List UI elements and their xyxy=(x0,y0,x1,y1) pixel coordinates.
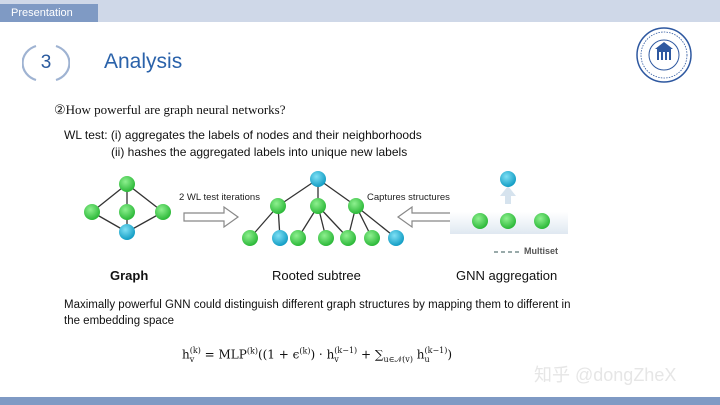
bottom-bar xyxy=(0,397,720,405)
formula-u-sub: u xyxy=(424,355,430,364)
formula-plus: + ∑ xyxy=(357,347,384,362)
gin-update-formula: h(k)v = MLP(k)((1 + ϵ(k)) · h(k−1)v + ∑u… xyxy=(182,346,452,365)
formula-k-sup: (k) xyxy=(189,346,201,355)
formula-open: ((1 + ϵ xyxy=(257,347,300,362)
formula-km1-sup-2: (k−1) xyxy=(424,346,448,355)
formula-eps-k: (k) xyxy=(299,346,311,356)
caption-gnn-aggregation: GNN aggregation xyxy=(456,268,558,283)
formula-v-sub-2: v xyxy=(334,355,339,364)
captures-structures-label: Captures structures xyxy=(367,192,450,203)
caption-graph: Graph xyxy=(110,268,149,283)
gnn-aggregation-figure xyxy=(450,171,568,253)
multiset-label: Multiset xyxy=(524,246,558,256)
description-line-2: the embedding space xyxy=(64,315,174,327)
formula-mlp-k: (k) xyxy=(246,346,258,356)
slide-title: Analysis xyxy=(104,50,183,73)
section-number: 3 xyxy=(40,52,52,73)
formula-hu: h xyxy=(412,347,425,362)
wl-iterations-arrow xyxy=(183,205,240,229)
section-number-badge: 3 xyxy=(22,42,70,84)
description-line-1: Maximally powerful GNN could distinguish… xyxy=(64,299,571,311)
top-bar xyxy=(0,0,720,22)
university-seal-icon xyxy=(636,27,692,83)
watermark: 知乎 @dongZheX xyxy=(534,365,677,385)
caption-rooted-subtree: Rooted subtree xyxy=(272,268,361,283)
formula-v-sub: v xyxy=(189,355,195,364)
formula-eq: = MLP xyxy=(200,347,247,362)
wl-iterations-label: 2 WL test iterations xyxy=(179,192,260,203)
question-heading: ②How powerful are graph neural networks? xyxy=(54,102,286,117)
wl-test-line-2: (ii) hashes the aggregated labels into u… xyxy=(111,145,408,159)
wl-test-line-1: WL test: (i) aggregates the labels of no… xyxy=(64,128,422,142)
gnn-diagram: 2 WL test iterations Captures structures xyxy=(84,171,568,256)
formula-sum-sub: u∈𝒩(v) xyxy=(383,354,413,364)
presentation-tab: Presentation xyxy=(0,4,98,22)
formula-km1-sup: (k−1) xyxy=(334,346,358,355)
formula-h: h xyxy=(182,347,190,362)
formula-mid: ) · h xyxy=(310,347,335,362)
captures-structures-arrow xyxy=(396,205,453,229)
formula-close: ) xyxy=(447,347,453,362)
